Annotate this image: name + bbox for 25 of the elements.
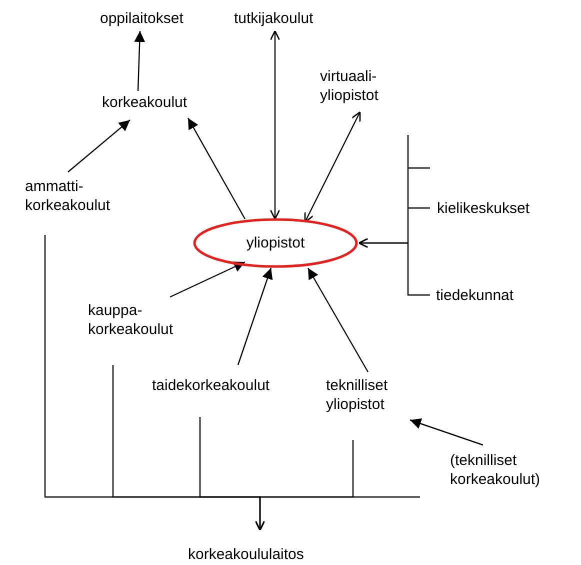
node-label: taidekorkeakoulut (152, 376, 270, 395)
node-label: teknilliset yliopistot (326, 376, 416, 414)
arrow (254, 440, 354, 531)
node-label: korkeakoulut (102, 93, 188, 112)
arrow (358, 238, 430, 296)
node-label: kauppa- korkeakoulut (88, 301, 203, 339)
node-label: (teknilliset korkeakoulut) (450, 451, 575, 489)
node-label: ammatti- korkeakoulut (25, 177, 140, 215)
arrow (170, 261, 246, 298)
node-label: virtuaali- yliopistot (320, 67, 405, 105)
arrow (410, 418, 484, 446)
node-label: tutkijakoulut (234, 9, 314, 28)
arrow (270, 30, 280, 220)
arrow (187, 118, 246, 220)
arrow (134, 30, 146, 92)
ellipse-node (193, 218, 358, 268)
node-label: tiedekunnat (436, 286, 514, 305)
node-label: korkeakoululaitos (188, 545, 304, 564)
arrow (68, 120, 130, 172)
node-label: yliopistot (246, 234, 305, 252)
node-label: oppilaitokset (100, 9, 184, 28)
arrow (304, 111, 361, 223)
arrow (237, 268, 273, 366)
arrow (307, 268, 369, 372)
node-label: kielikeskukset (437, 199, 530, 218)
